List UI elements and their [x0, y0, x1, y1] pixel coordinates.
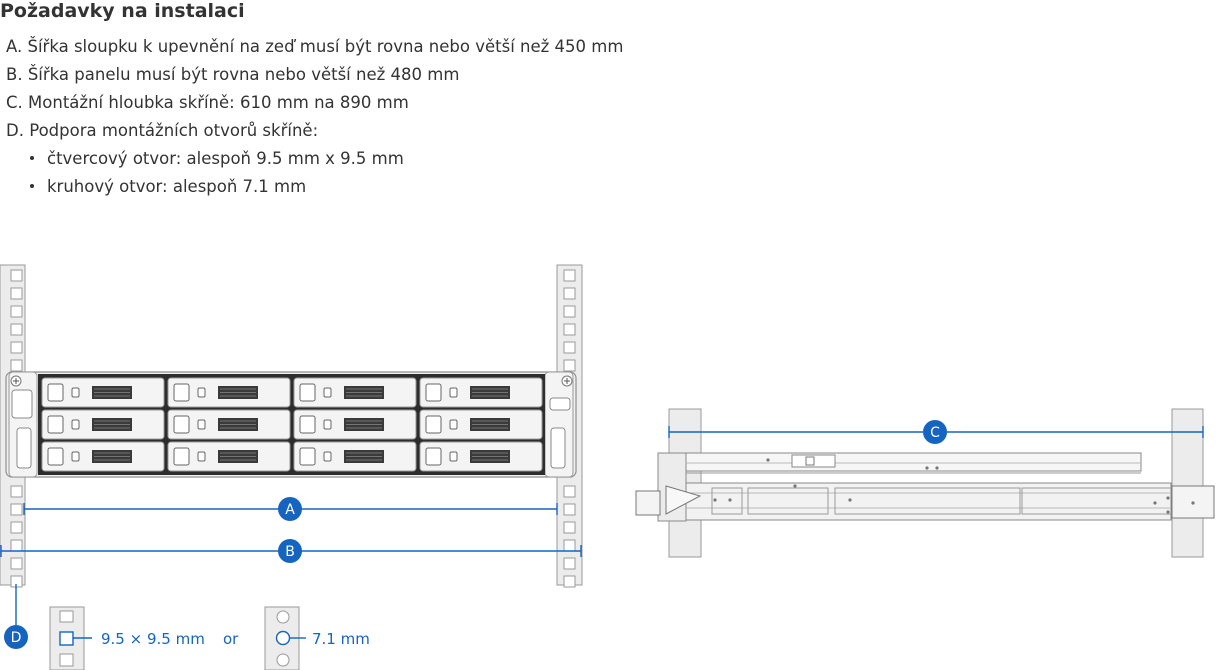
rack-hole: [563, 557, 576, 570]
bullet-icon: [30, 184, 34, 188]
screw-icon: [561, 375, 573, 387]
screw-icon: [10, 375, 22, 387]
bullet-icon: [30, 156, 34, 160]
marker-c-label: C: [930, 425, 940, 441]
marker-c: [923, 420, 947, 444]
rack-hole: [10, 503, 23, 516]
drive-tray: [293, 409, 417, 440]
rack-hole: [10, 539, 23, 552]
ear-handle-right: [550, 427, 566, 469]
ear-handle-left: [16, 427, 32, 469]
rack-hole: [10, 323, 23, 336]
hole-type-square: čtvercový otvor: alespoň 9.5 mm x 9.5 mm: [47, 149, 404, 168]
requirement-a: A. Šířka sloupku k upevnění na zeď musí …: [6, 36, 623, 58]
rack-hole: [10, 557, 23, 570]
marker-a: [278, 497, 302, 521]
drive-tray: [419, 441, 543, 472]
drive-tray: [41, 409, 165, 440]
page-title: Požadavky na instalaci: [0, 0, 245, 22]
requirement-label: D.: [6, 121, 24, 140]
hole-type-round: kruhový otvor: alespoň 7.1 mm: [47, 177, 307, 196]
drive-tray: [293, 377, 417, 408]
rack-hole: [10, 287, 23, 300]
rack-hole: [10, 269, 23, 282]
drive-bays: [41, 377, 543, 472]
requirement-text: Podpora montážních otvorů skříně:: [29, 121, 319, 140]
rack-hole: [563, 341, 576, 354]
drive-tray: [293, 441, 417, 472]
rack-hole: [10, 305, 23, 318]
rack-hole: [563, 287, 576, 300]
status-panel: [549, 397, 571, 411]
requirement-label: B.: [6, 65, 23, 84]
square-hole-label: 9.5 × 9.5 mm: [101, 630, 205, 648]
power-button: [11, 389, 33, 419]
marker-d-label: D: [11, 630, 22, 646]
rack-hole: [563, 485, 576, 498]
rack-hole: [563, 359, 576, 372]
requirement-d: D. Podpora montážních otvorů skříně:: [6, 120, 318, 142]
requirement-text: Šířka panelu musí být rovna nebo větší n…: [27, 65, 460, 84]
rack-hole: [10, 359, 23, 372]
rack-post-rear-side: [1171, 408, 1204, 558]
or-label: or: [223, 630, 239, 648]
rack-hole: [563, 539, 576, 552]
drive-tray: [419, 377, 543, 408]
latch-arm: [665, 485, 702, 515]
side-view: C: [635, 408, 1215, 558]
front-view: A B D 9.5 × 9.5 mm or 7.1 mm: [0, 264, 583, 670]
drive-tray: [41, 441, 165, 472]
drive-tray: [419, 409, 543, 440]
square-hole-icon: [59, 631, 74, 646]
rack-hole: [563, 323, 576, 336]
drive-tray: [41, 377, 165, 408]
round-hole-icon: [275, 630, 291, 646]
rack-hole: [563, 305, 576, 318]
requirement-label: C.: [6, 93, 23, 112]
requirement-label: A.: [6, 37, 23, 56]
drive-tray: [167, 441, 291, 472]
rail-kit: [635, 452, 1215, 522]
rack-hole: [563, 503, 576, 516]
rack-hole: [563, 575, 576, 588]
drive-tray: [167, 377, 291, 408]
front-latch: [635, 490, 661, 516]
requirement-c: C. Montážní hloubka skříně: 610 mm na 89…: [6, 92, 409, 114]
marker-b: [278, 539, 302, 563]
rail-top: [685, 452, 1142, 472]
marker-d: [4, 625, 28, 649]
rack-hole: [563, 521, 576, 534]
rack-hole: [10, 521, 23, 534]
requirement-text: Šířka sloupku k upevnění na zeď musí být…: [27, 37, 624, 56]
drive-tray: [167, 409, 291, 440]
rack-hole: [563, 269, 576, 282]
rack-post-holes: [10, 269, 576, 588]
marker-a-label: A: [285, 502, 295, 518]
requirement-b: B. Šířka panelu musí být rovna nebo větš…: [6, 64, 459, 86]
rack-hole: [10, 341, 23, 354]
requirement-text: Montážní hloubka skříně: 610 mm na 890 m…: [28, 93, 409, 112]
round-hole-label: 7.1 mm: [312, 630, 370, 648]
rack-hole: [10, 485, 23, 498]
marker-b-label: B: [285, 544, 295, 560]
